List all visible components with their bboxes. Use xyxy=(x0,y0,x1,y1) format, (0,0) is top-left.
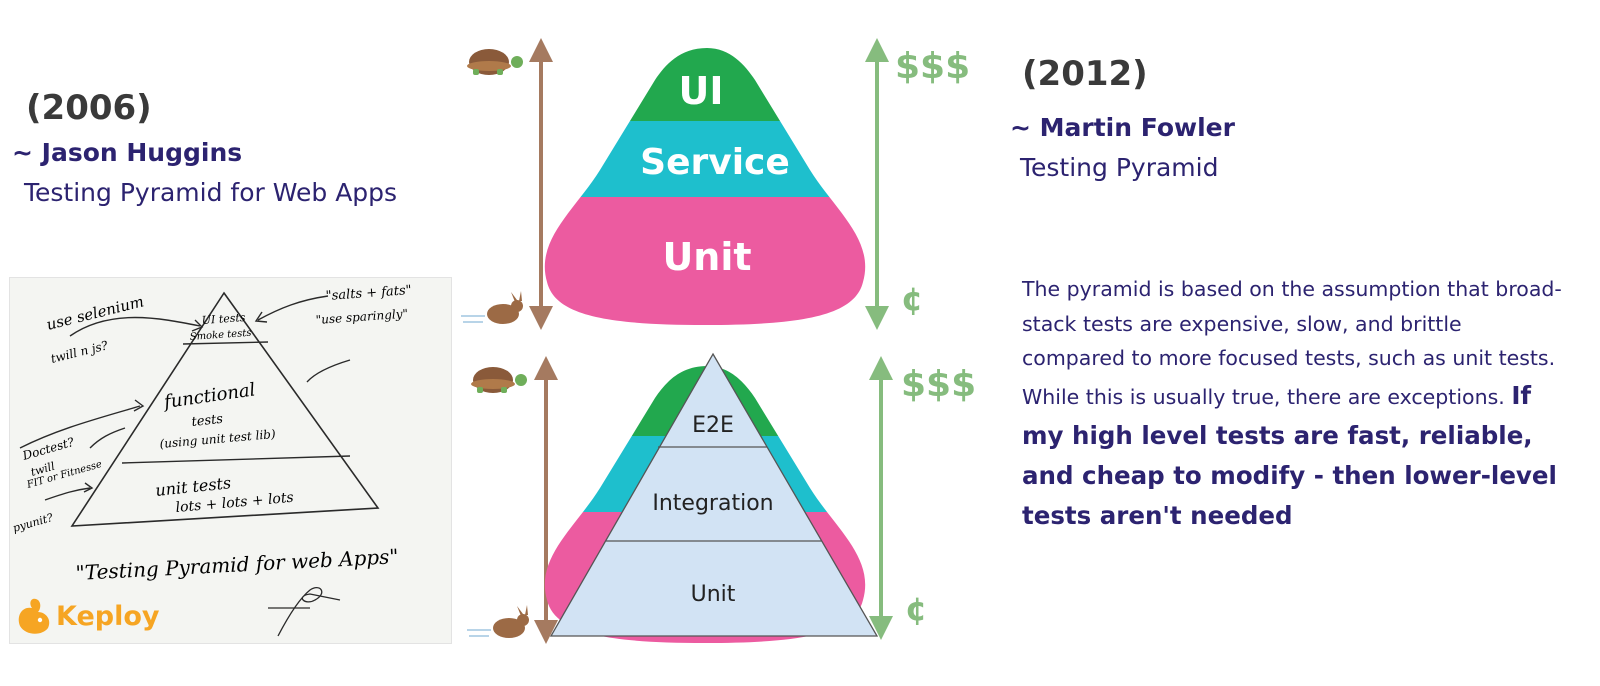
whiteboard-sketch: use selenium twill n js? UI tests Smoke … xyxy=(9,277,452,644)
sketch-smoke-tests: Smoke tests xyxy=(189,328,251,343)
sketch-signature xyxy=(277,586,341,637)
label-service: Service xyxy=(640,142,790,183)
sketch-arrow-1 xyxy=(69,316,201,337)
sketch-functional: functional xyxy=(161,379,257,413)
cost-high-top: $$$ xyxy=(895,46,970,87)
sketch-using-unit: (using unit test lib) xyxy=(159,427,276,451)
cost-low-top: ¢ xyxy=(901,280,923,318)
sketch-arrow-2 xyxy=(257,295,329,321)
cost-high-bottom: $$$ xyxy=(901,364,976,405)
sketch-arrow-6 xyxy=(44,487,91,501)
author-martin-fowler: ~ Martin Fowler xyxy=(1010,113,1235,142)
sketch-divider-1 xyxy=(182,341,269,345)
sketch-divider-2 xyxy=(121,455,351,464)
subtitle-testing-pyramid: Testing Pyramid xyxy=(1020,153,1219,182)
label-e2e: E2E xyxy=(692,413,734,438)
label-unit: Unit xyxy=(662,235,751,279)
sketch-doctest: Doctest? xyxy=(20,435,76,463)
subtitle-web-apps: Testing Pyramid for Web Apps xyxy=(24,178,398,207)
sketch-salts-fats: "salts + fats" xyxy=(325,283,412,304)
sketch-arrow-4 xyxy=(19,405,141,449)
year-2006: (2006) xyxy=(26,88,152,128)
label-integration: Integration xyxy=(652,491,773,516)
turtle-icon xyxy=(467,49,523,75)
sketch-arrow-3 xyxy=(306,359,351,383)
sketch-use-selenium: use selenium xyxy=(45,292,146,334)
sketch-ui-tests: UI tests xyxy=(201,311,246,327)
year-2012: (2012) xyxy=(1022,54,1148,94)
sketch-pyunit: pyunit? xyxy=(11,511,54,535)
rabbit-icon-2 xyxy=(467,605,529,638)
bottom-pyramid xyxy=(549,352,879,637)
quote-plain-text: The pyramid is based on the assumption t… xyxy=(1022,277,1562,409)
sketch-arrow-5 xyxy=(89,427,126,449)
quote-bold-text: If my high level tests are fast, reliabl… xyxy=(1022,380,1557,530)
pyramid-diagrams: UI Service Unit $$$ ¢ E2E Integration Un… xyxy=(461,38,976,644)
label-unit-bottom: Unit xyxy=(691,582,736,607)
label-ui: UI xyxy=(679,69,724,113)
author-jason-huggins: ~ Jason Huggins xyxy=(12,138,243,167)
fowler-quote: The pyramid is based on the assumption t… xyxy=(1022,272,1562,536)
sketch-use-sparingly: "use sparingly" xyxy=(315,307,408,327)
cost-low-bottom: ¢ xyxy=(905,590,927,628)
sketch-pyramid-outline xyxy=(70,291,380,527)
sketch-caption: "Testing Pyramid for web Apps" xyxy=(75,544,399,585)
keploy-label: Keploy xyxy=(56,600,160,632)
turtle-icon-2 xyxy=(471,367,527,393)
whiteboard-drawing: use selenium twill n js? UI tests Smoke … xyxy=(11,283,412,637)
rabbit-icon xyxy=(461,291,523,324)
keploy-logo: Keploy xyxy=(12,596,160,636)
keploy-rabbit-icon xyxy=(18,598,50,634)
sketch-twill: twill n js? xyxy=(49,338,109,366)
sketch-tests: tests xyxy=(191,412,224,430)
layer-unit xyxy=(544,197,866,325)
